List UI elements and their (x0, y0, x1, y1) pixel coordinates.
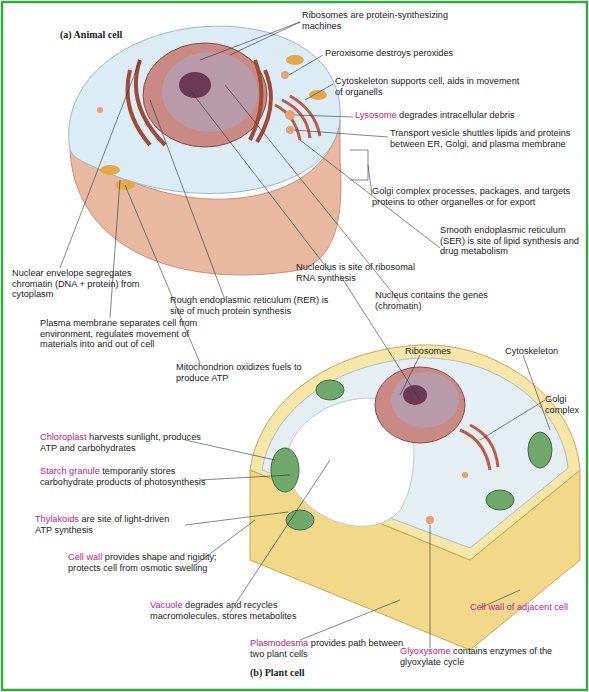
callout-text: Cytoskeleton (505, 346, 575, 357)
callout-text: Plasmodesma provides path between two pl… (250, 638, 415, 659)
callout-body: degrades intracellular debris (397, 110, 515, 120)
callout-text: Transport vesicle shuttles lipids and pr… (390, 128, 580, 149)
callout-text: Nucleolus is site of ribosomal RNA synth… (296, 262, 421, 283)
callout-text: Ribosomes (405, 346, 465, 357)
panel-title: (a) Animal cell (60, 30, 180, 41)
callout-text: Nuclear envelope segregates chromatin (D… (12, 268, 162, 300)
panel-title: (b) Plant cell (250, 668, 370, 679)
callout-text: Rough endoplasmic reticulum (RER) is sit… (170, 295, 335, 316)
callout-text: Nucleus contains the genes (chromatin) (375, 290, 495, 311)
animal-cell (69, 26, 341, 275)
callout-text: Cell wall provides shape and rigidity; p… (68, 552, 228, 573)
callout-text: Peroxisome destroys peroxides (325, 48, 495, 59)
highlight-term: Glyoxysome (400, 646, 451, 656)
plant-cell (250, 345, 580, 650)
highlight-term: Chloroplast (40, 432, 86, 442)
callout-text: Mitochondrion oxidizes fuels to produce … (176, 362, 316, 383)
callout-text: Lysosome degrades intracellular debris (355, 110, 555, 121)
highlight-term: Vacuole (150, 600, 183, 610)
callout-text: Thylakoids are site of light-driven ATP … (35, 514, 185, 535)
callout-text: Golgi complex processes, packages, and t… (372, 186, 572, 207)
highlight-term: Thylakoids (35, 514, 79, 524)
callout-text: Vacuole degrades and recycles macromolec… (150, 600, 305, 621)
callout-text: Golgi complex (545, 394, 587, 415)
callout-text: Cytoskeleton supports cell, aids in move… (335, 76, 525, 97)
callout-text: Cell wall of adjacent cell (470, 602, 580, 613)
highlight-term: Lysosome (355, 110, 397, 120)
callout-text: Smooth endoplasmic reticulum (SER) is si… (440, 225, 585, 257)
callout-text: Glyoxysome contains enzymes of the glyox… (400, 646, 560, 667)
callout-text: Plasma membrane separates cell from envi… (40, 318, 210, 350)
highlight-term: Cell wall (68, 552, 102, 562)
highlight-term: Plasmodesma (250, 638, 308, 648)
callout-text: Ribosomes are protein-synthesizing machi… (302, 10, 452, 31)
callout-text: Starch granule temporarily stores carboh… (40, 466, 210, 487)
highlight-term: Starch granule (40, 466, 100, 476)
callout-text: Chloroplast harvests sunlight, produces … (40, 432, 210, 453)
